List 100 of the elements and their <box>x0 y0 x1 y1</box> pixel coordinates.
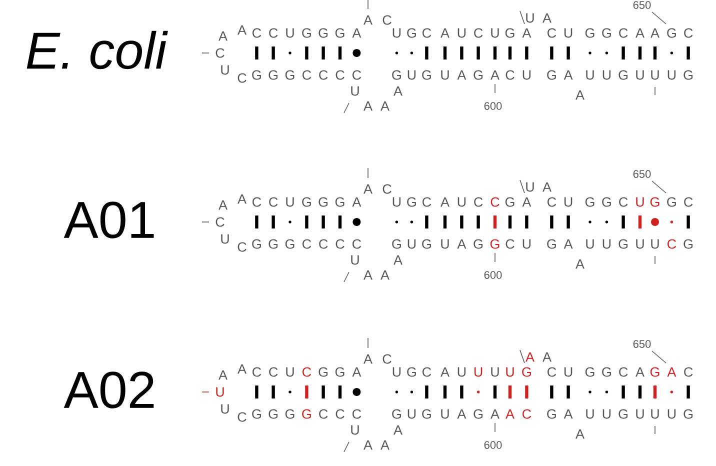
nucleotide-letter: U <box>351 255 359 265</box>
nucleotide-letter: A <box>394 425 402 435</box>
nucleotide-letter: U <box>286 197 294 207</box>
nucleotide-letter: C <box>522 409 532 419</box>
nucleotide-letter: G <box>285 70 294 80</box>
nucleotide-letter: C <box>548 28 556 38</box>
nucleotide-letter: A <box>364 440 372 450</box>
nucleotide-letter: C <box>619 197 628 207</box>
nucleotide-letter: C <box>216 217 224 227</box>
nucleotide-letter: A <box>564 239 573 249</box>
nucleotide-letter: C <box>474 28 483 38</box>
nucleotide-letter: U <box>392 197 401 207</box>
nucleotide-letter: G <box>684 239 693 249</box>
nucleotide-letter: G <box>602 367 611 377</box>
nucleotide-letter: C <box>382 184 392 194</box>
nucleotide-letter: G <box>252 239 261 249</box>
nucleotide-letter: C <box>269 367 278 377</box>
nucleotide-letter: G <box>585 367 594 377</box>
nucleotide-letter: C <box>319 239 328 249</box>
nucleotide-letter: G <box>684 70 693 80</box>
nucleotide-letter: C <box>422 197 432 207</box>
nucleotide-letter: G <box>667 197 676 207</box>
nucleotide-letter: U <box>392 367 401 377</box>
nucleotide-letter: A <box>364 184 372 194</box>
nucleotide-letter: C <box>352 70 362 80</box>
nucleotide-letter: U <box>564 197 572 207</box>
nucleotide-letter: A <box>238 194 246 204</box>
nucleotide-letter: G <box>318 197 328 207</box>
nucleotide-letter: C <box>238 412 246 422</box>
nucleotide-letter: G <box>318 28 328 38</box>
nucleotide-letter: G <box>618 70 628 80</box>
nucleotide-letter: U <box>441 239 449 249</box>
nucleotide-letter: U <box>636 197 644 207</box>
nucleotide-letter: U <box>491 367 499 377</box>
nucleotide-letter: A <box>490 70 500 80</box>
nucleotide-letter: G <box>505 197 514 207</box>
nucleotide-letter: A <box>522 28 532 38</box>
nucleotide-letter: A <box>667 367 676 377</box>
nucleotide-letter: A <box>522 197 532 207</box>
nucleotide-letter: C <box>216 48 224 58</box>
nucleotide-letter: G <box>474 70 483 80</box>
nucleotide-letter: U <box>474 367 482 377</box>
nucleotide-letter: G <box>618 239 628 249</box>
nucleotide-letter: A <box>380 270 390 280</box>
nucleotide-letter: G <box>407 197 416 207</box>
nucleotide-letter: G <box>650 197 660 207</box>
nucleotide-letter: G <box>422 70 431 80</box>
nucleotide-letter: C <box>506 239 514 249</box>
nucleotide-letter: G <box>547 70 556 80</box>
panel-label: A02 <box>64 372 154 408</box>
nucleotide-letter: A <box>218 200 228 210</box>
nucleotide-letter: U <box>636 70 644 80</box>
nucleotide-letter: G <box>422 409 431 419</box>
nucleotide-letter: A <box>576 259 584 269</box>
nucleotide-letter: A <box>380 440 390 450</box>
nucleotide-letter: C <box>252 28 262 38</box>
nucleotide-letter: A <box>457 239 466 249</box>
nucleotide-letter: U <box>408 70 416 80</box>
nucleotide-letter: G <box>618 409 628 419</box>
nucleotide-letter: C <box>506 70 514 80</box>
nucleotide-letter: A <box>352 197 362 207</box>
nucleotide-letter: A <box>364 270 372 280</box>
nucleotide-letter: G <box>547 239 556 249</box>
nucleotide-letter: G <box>252 409 261 419</box>
nucleotide-letter: G <box>474 239 483 249</box>
nucleotide-letter: A <box>542 182 552 192</box>
nucleotide-letter: C <box>252 197 262 207</box>
nucleotide-letter: U <box>458 367 466 377</box>
nucleotide-letter: U <box>216 387 224 397</box>
nucleotide-letter: U <box>351 425 359 435</box>
nucleotide-letter: A <box>238 364 246 374</box>
nucleotide-letter: U <box>286 367 294 377</box>
nucleotide-letter: C <box>684 197 693 207</box>
nucleotide-letter: U <box>506 367 514 377</box>
position-number: 600 <box>484 441 502 449</box>
nucleotide-letter: C <box>422 28 432 38</box>
nucleotide-letter: C <box>490 197 500 207</box>
nucleotide-letter: A <box>352 28 362 38</box>
nucleotide-letter: U <box>441 409 449 419</box>
nucleotide-letter: G <box>422 239 431 249</box>
nucleotide-letter: G <box>268 70 278 80</box>
nucleotide-letter: A <box>364 101 372 111</box>
nucleotide-letter: C <box>252 367 262 377</box>
nucleotide-letter: G <box>602 28 611 38</box>
nucleotide-letter: A <box>364 354 372 364</box>
nucleotide-letter: A <box>490 409 500 419</box>
nucleotide-letter: C <box>336 239 344 249</box>
nucleotide-letter: U <box>526 182 534 192</box>
position-number: 650 <box>633 340 651 348</box>
nucleotide-letter: U <box>651 239 659 249</box>
nucleotide-letter: U <box>408 239 416 249</box>
nucleotide-letter: A <box>394 255 402 265</box>
nucleotide-letter: G <box>602 197 611 207</box>
nucleotide-letter: A <box>352 367 362 377</box>
nucleotide-letter: U <box>602 409 611 419</box>
nucleotide-letter: A <box>636 28 644 38</box>
nucleotide-letter: C <box>352 239 362 249</box>
nucleotide-letter: U <box>586 70 594 80</box>
nucleotide-letter: G <box>585 28 594 38</box>
nucleotide-letter: G <box>335 28 344 38</box>
